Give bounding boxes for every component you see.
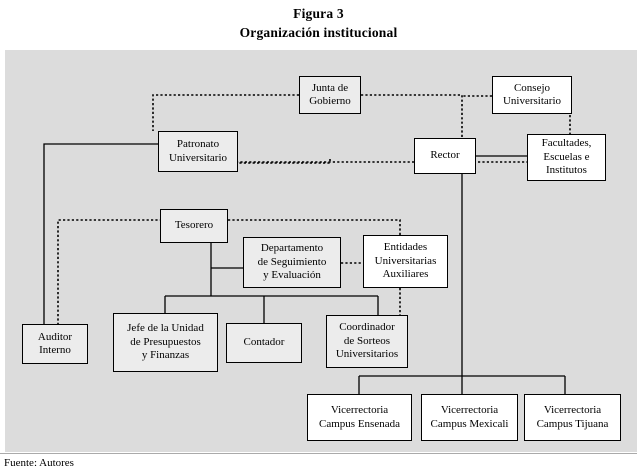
- footer-divider: [0, 453, 637, 454]
- node-label: Coordinador de Sorteos Universitarios: [335, 321, 399, 361]
- node-label: Tesorero: [174, 219, 214, 232]
- node-label: Jefe de la Unidad de Presupuestos y Fina…: [127, 322, 204, 362]
- node-entidades-universitarias-auxiliares[interactable]: Entidades Universitarias Auxiliares: [363, 235, 448, 288]
- node-facultades-escuelas-institutos[interactable]: Facultades, Escuelas e Institutos: [527, 134, 606, 181]
- node-patronato-universitario[interactable]: Patronato Universitario: [158, 131, 238, 172]
- node-vicerrectoria-campus-ensenada[interactable]: Vicerrectoria Campus Ensenada: [307, 394, 412, 441]
- node-label: Patronato Universitario: [168, 138, 228, 164]
- node-label: Vicerrectoria Campus Ensenada: [319, 404, 400, 430]
- edge-patronato-auditor: [43, 143, 158, 324]
- node-label: Junta de Gobierno: [309, 81, 351, 108]
- edge-tesorero-entidades: [228, 219, 401, 235]
- edge-tesorero-auditor: [57, 219, 228, 324]
- figure-title-block: Figura 3 Organización institucional: [0, 0, 637, 42]
- node-label: Consejo Universitario: [502, 81, 562, 108]
- figure-title: Organización institucional: [239, 25, 398, 40]
- figure-number: Figura 3: [293, 6, 344, 21]
- node-coordinador-sorteos-universitarios[interactable]: Coordinador de Sorteos Universitarios: [326, 315, 408, 368]
- node-rector[interactable]: Rector: [414, 138, 476, 174]
- node-departamento-seguimiento-evaluacion[interactable]: Departamento de Seguimiento y Evaluación: [243, 237, 341, 288]
- node-jefe-unidad-presupuestos-finanzas[interactable]: Jefe de la Unidad de Presupuestos y Fina…: [113, 313, 218, 372]
- org-chart-panel: Junta de Gobierno Consejo Universitario …: [5, 50, 637, 452]
- node-vicerrectoria-campus-mexicali[interactable]: Vicerrectoria Campus Mexicali: [421, 394, 518, 441]
- node-vicerrectoria-campus-tijuana[interactable]: Vicerrectoria Campus Tijuana: [524, 394, 621, 441]
- source-note: Fuente: Autores: [4, 457, 74, 469]
- node-label: Facultades, Escuelas e Institutos: [541, 137, 592, 177]
- node-label: Vicerrectoria Campus Mexicali: [430, 404, 509, 430]
- node-label: Entidades Universitarias Auxiliares: [374, 241, 437, 281]
- edge-junta-rector: [361, 94, 463, 138]
- node-tesorero[interactable]: Tesorero: [160, 209, 228, 243]
- node-label: Auditor Interno: [37, 330, 73, 357]
- node-label: Contador: [243, 336, 285, 349]
- node-label: Rector: [430, 149, 460, 162]
- node-junta-de-gobierno[interactable]: Junta de Gobierno: [299, 76, 361, 114]
- node-contador[interactable]: Contador: [226, 323, 302, 363]
- node-label: Departamento de Seguimiento y Evaluación: [257, 242, 327, 282]
- node-auditor-interno[interactable]: Auditor Interno: [22, 324, 88, 364]
- node-consejo-universitario[interactable]: Consejo Universitario: [492, 76, 572, 114]
- node-label: Vicerrectoria Campus Tijuana: [536, 404, 609, 430]
- edge-junta-patronato: [152, 94, 299, 131]
